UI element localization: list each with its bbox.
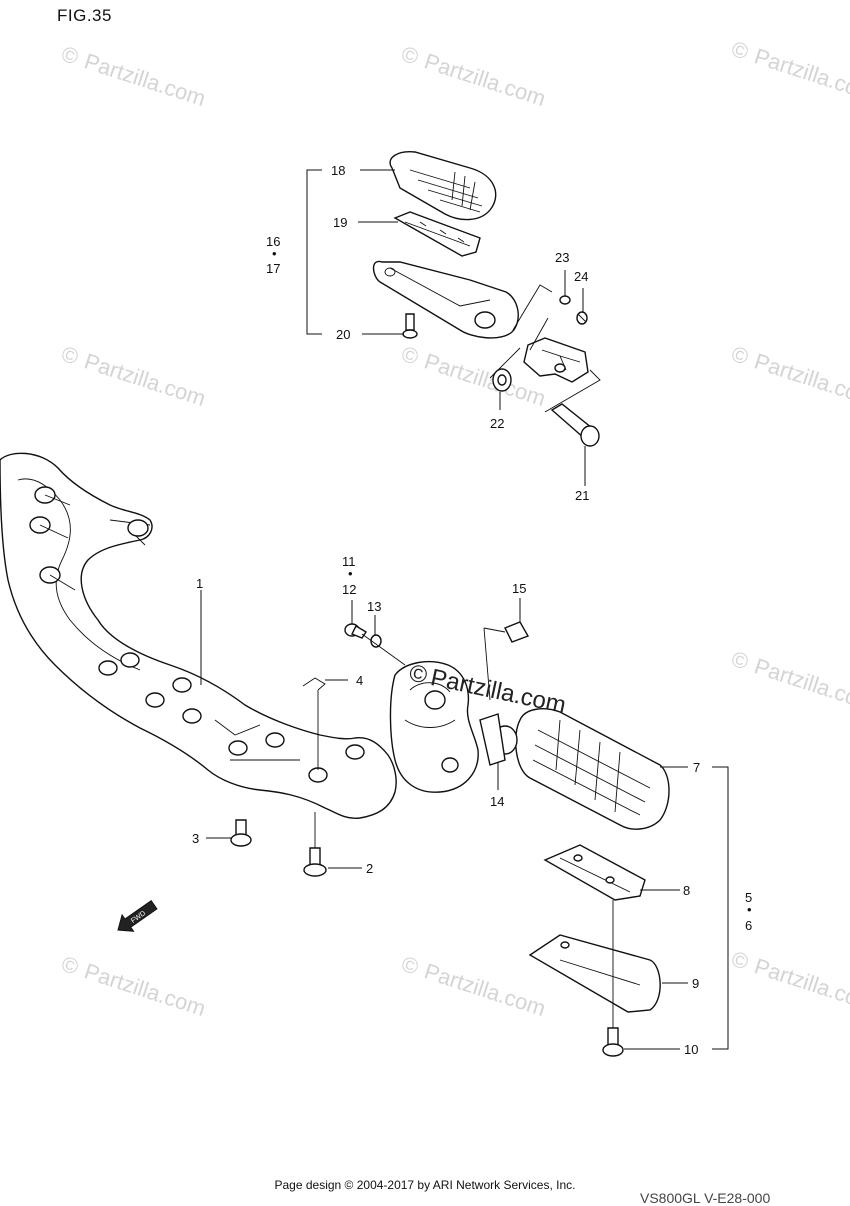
callout-16: 16 [266, 234, 280, 249]
washer-22 [492, 368, 512, 392]
svg-text:Partzilla.com: Partzilla.com [751, 953, 850, 1016]
svg-text:Partzilla.com: Partzilla.com [751, 653, 850, 716]
callout-19: 19 [333, 215, 347, 230]
pivot-bush-14 [479, 713, 506, 766]
callout-9: 9 [692, 976, 699, 991]
passenger-footrest-assembly [372, 151, 601, 447]
diagram-code: VS800GL V-E28-000 [640, 1190, 771, 1206]
footrest-plate-8 [543, 844, 646, 901]
svg-text:Partzilla.com: Partzilla.com [751, 348, 850, 411]
callout-22: 22 [490, 416, 504, 431]
callout-23: 23 [555, 250, 569, 265]
callout-10: 10 [684, 1042, 698, 1057]
watermark-bottom-right: © Partzilla.com [728, 946, 850, 1016]
watermark-bottom-center: © Partzilla.com [398, 951, 548, 1021]
svg-text:©: © [728, 946, 751, 975]
svg-text:©: © [398, 951, 421, 980]
bolt-3 [230, 819, 252, 847]
svg-text:Partzilla.com: Partzilla.com [81, 958, 208, 1021]
watermark-mid-left: © Partzilla.com [58, 341, 208, 411]
watermark-top-right: © Partzilla.com [728, 36, 850, 106]
svg-text:©: © [728, 36, 751, 65]
callout-1: 1 [196, 576, 203, 591]
pin-bolt-21 [550, 403, 600, 447]
callout-labels: 18 19 16 • 17 20 23 24 22 21 1 11 • 12 1… [192, 163, 752, 1057]
svg-text:©: © [407, 659, 430, 689]
callout-2: 2 [366, 861, 373, 876]
washer-13 [370, 634, 382, 648]
callout-8: 8 [683, 883, 690, 898]
washer-23 [559, 295, 571, 305]
footer-copyright: Page design © 2004-2017 by ARI Network S… [274, 1178, 576, 1192]
callout-dot-11-12: • [348, 566, 353, 581]
cotter-pin-24 [576, 311, 588, 325]
watermark-bottom-left: © Partzilla.com [58, 951, 208, 1021]
callout-18: 18 [331, 163, 345, 178]
callout-dot-16-17: • [272, 246, 277, 261]
bolt-line [361, 633, 406, 666]
figure-label: FIG.35 [57, 6, 112, 25]
callout-5: 5 [745, 890, 752, 905]
svg-text:©: © [58, 41, 81, 70]
callout-13: 13 [367, 599, 381, 614]
callout-17: 17 [266, 261, 280, 276]
leader-lines [200, 169, 729, 1050]
watermark-top-center: © Partzilla.com [398, 41, 548, 111]
footrest-rubber-18 [389, 151, 497, 221]
callout-24: 24 [574, 269, 588, 284]
svg-text:Partzilla.com: Partzilla.com [81, 348, 208, 411]
callout-4: 4 [356, 673, 363, 688]
bolt-20 [402, 313, 418, 339]
callout-14: 14 [490, 794, 504, 809]
footrest-hinge-bracket [523, 337, 589, 383]
callout-dot-5-6: • [747, 902, 752, 917]
bolt-10 [602, 900, 624, 1057]
footrest-plate-19 [393, 211, 481, 257]
watermark-top-left: © Partzilla.com [58, 41, 208, 111]
callout-3: 3 [192, 831, 199, 846]
footrest-rubber-9 [528, 934, 661, 1013]
callout-11: 11 [342, 554, 356, 569]
svg-text:FWD: FWD [130, 910, 147, 925]
svg-text:©: © [398, 41, 421, 70]
bolt-11-12 [344, 623, 367, 639]
callout-6: 6 [745, 918, 752, 933]
svg-text:©: © [728, 341, 751, 370]
svg-text:Partzilla.com: Partzilla.com [751, 43, 850, 106]
callout-12: 12 [342, 582, 356, 597]
callout-21: 21 [575, 488, 589, 503]
footrest-peg-7 [492, 708, 670, 830]
svg-text:©: © [728, 646, 751, 675]
svg-text:Partzilla.com: Partzilla.com [421, 958, 548, 1021]
clip-4 [302, 677, 326, 691]
callout-7: 7 [693, 760, 700, 775]
watermark-low-right: © Partzilla.com [728, 646, 850, 716]
rider-footrest-holder [389, 660, 479, 793]
callout-15: 15 [512, 581, 526, 596]
svg-text:©: © [398, 341, 421, 370]
footrest-bracket-1 [0, 452, 397, 820]
callout-20: 20 [336, 327, 350, 342]
svg-text:©: © [58, 951, 81, 980]
svg-text:Partzilla.com: Partzilla.com [421, 48, 548, 111]
bolt-2 [303, 812, 327, 877]
svg-text:Partzilla.com: Partzilla.com [81, 48, 208, 111]
footrest-bracket [372, 260, 519, 339]
svg-text:©: © [58, 341, 81, 370]
watermark-mid-right: © Partzilla.com [728, 341, 850, 411]
fwd-arrow-icon: FWD [117, 899, 158, 932]
spring-15 [483, 621, 530, 701]
